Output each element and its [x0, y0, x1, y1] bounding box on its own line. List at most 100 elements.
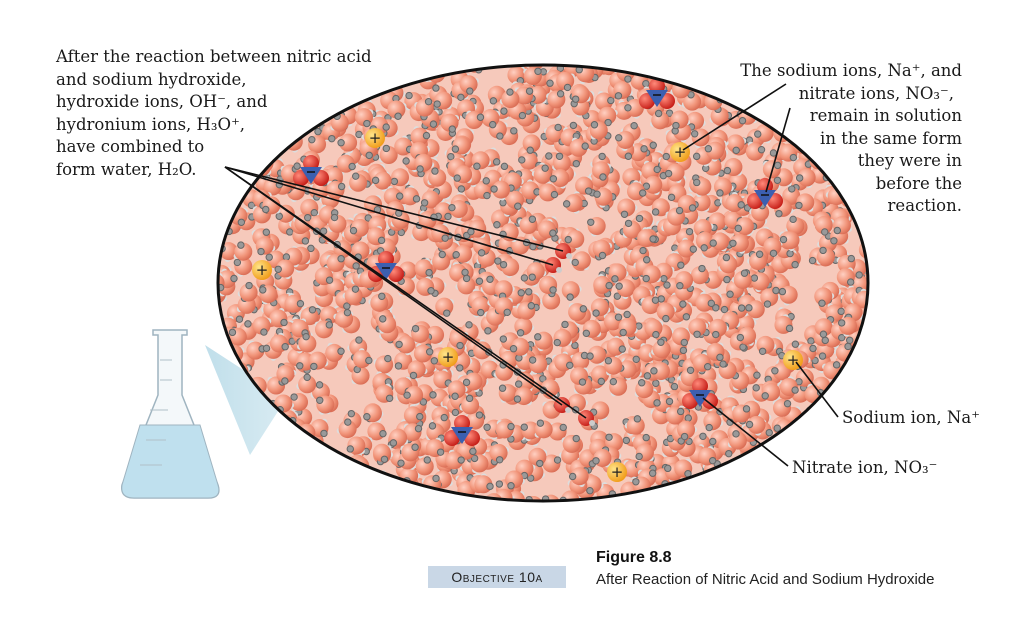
water-molecule [731, 269, 752, 289]
sodium-ion: + [365, 128, 385, 148]
water-molecule [295, 485, 316, 501]
water-molecule [538, 181, 559, 202]
water-molecule [361, 482, 381, 501]
water-molecule [582, 319, 602, 338]
water-molecule [470, 454, 489, 474]
water-molecule [453, 165, 473, 184]
water-molecule [745, 476, 766, 496]
water-molecule [222, 462, 241, 481]
leader-lines [224, 83, 839, 467]
water-molecule [227, 438, 247, 457]
water-molecule [506, 190, 525, 210]
water-molecule [615, 130, 635, 151]
water-molecule [589, 121, 608, 140]
nitrate-ion [444, 415, 480, 446]
water-molecule [433, 65, 452, 73]
water-molecule [594, 91, 615, 111]
water-molecule [793, 439, 812, 459]
water-molecule [729, 234, 749, 254]
water-molecule [400, 443, 420, 462]
water-molecule [489, 443, 510, 464]
water-molecule [325, 342, 345, 362]
water-molecule [521, 179, 541, 200]
note-line: After the reaction between nitric acid [56, 47, 372, 66]
water-molecule [695, 67, 715, 86]
objective-badge: Objective 10a [428, 566, 566, 588]
water-molecule [489, 499, 508, 501]
water-molecule [745, 300, 765, 321]
water-molecule [836, 430, 857, 451]
water-molecule [310, 484, 330, 501]
water-molecule [455, 274, 476, 295]
water-molecule [681, 489, 701, 501]
water-molecule [785, 215, 805, 235]
note-line: have combined to [56, 137, 205, 156]
water-molecule [296, 373, 317, 394]
water-molecule [509, 337, 530, 357]
water-molecule [494, 297, 513, 317]
water-molecule [403, 404, 424, 425]
water-molecule [665, 206, 686, 226]
water-molecule [690, 481, 710, 501]
water-molecule [287, 467, 306, 487]
note-line: before the [875, 173, 962, 193]
water-molecule [314, 265, 334, 286]
water-molecule [564, 230, 585, 250]
water-molecule [490, 180, 511, 201]
water-molecule [607, 65, 626, 72]
water-molecule [342, 285, 363, 305]
water-molecule [262, 471, 282, 490]
water-molecule [777, 477, 798, 497]
water-molecule [722, 491, 743, 501]
water-molecule [481, 109, 501, 129]
water-molecule [666, 65, 686, 77]
water-molecule [780, 430, 800, 449]
water-molecule [647, 488, 668, 501]
water-molecule [689, 65, 708, 72]
water-molecule [715, 65, 735, 79]
water-molecule [218, 272, 225, 292]
water-molecule [539, 275, 558, 294]
water-molecule [543, 123, 564, 143]
water-molecule [567, 393, 588, 414]
water-molecule [282, 437, 303, 458]
water-molecule [414, 258, 433, 278]
water-molecule [342, 476, 363, 495]
water-molecule [554, 351, 574, 372]
water-molecule [534, 419, 553, 439]
water-molecule [774, 314, 794, 334]
water-molecule [333, 308, 354, 328]
water-molecule [664, 163, 685, 183]
water-molecule [761, 383, 781, 402]
water-molecule [320, 473, 339, 493]
water-molecule [328, 213, 347, 233]
water-molecule [465, 110, 485, 130]
note-line: they were in [857, 151, 962, 170]
sodium-ion: + [438, 347, 458, 367]
water-molecule [352, 348, 373, 369]
water-molecule [816, 246, 835, 266]
water-molecule [608, 495, 628, 501]
water-molecule [246, 457, 267, 476]
water-molecule [634, 379, 654, 399]
water-molecule [528, 355, 548, 375]
water-molecule [723, 158, 743, 177]
note-line: hydroxide ions, OH⁻, and [56, 92, 268, 111]
water-molecule [740, 495, 761, 501]
water-molecule [266, 434, 285, 453]
water-molecule [218, 194, 232, 215]
water-molecule [686, 111, 706, 131]
water-molecule [528, 447, 548, 468]
water-molecule [431, 223, 450, 243]
water-molecule [326, 254, 345, 273]
water-molecule [284, 293, 305, 313]
note-line: in the same form [820, 128, 962, 148]
sodium-ion: + [607, 462, 627, 482]
water-molecule [663, 492, 684, 501]
water-molecule [218, 393, 229, 412]
water-molecule [410, 65, 429, 75]
water-molecule [308, 470, 327, 490]
water-molecule [387, 484, 407, 501]
water-molecule [844, 381, 865, 402]
